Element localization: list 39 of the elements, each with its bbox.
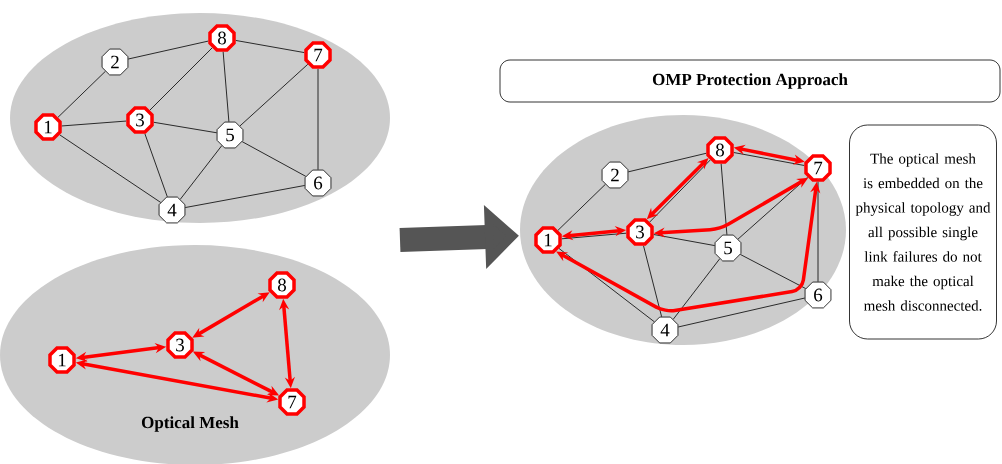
link-line — [127, 40, 209, 60]
link-line — [557, 183, 606, 231]
link-line — [737, 176, 809, 240]
network-node: 1 — [534, 226, 562, 254]
link-line — [235, 40, 305, 53]
network-node: 6 — [804, 281, 832, 309]
link-line — [817, 181, 819, 283]
callout-box: The optical mesh is embedded on the physical topology and all possible single link failures do not make the optical mesh disconnected. — [849, 124, 997, 340]
network-node: 8 — [706, 136, 734, 164]
link-line — [153, 121, 218, 134]
network-node: 1 — [34, 113, 62, 141]
network-node: 7 — [278, 388, 306, 416]
region-ellipse — [10, 13, 390, 223]
link-line — [672, 258, 721, 320]
link-line — [561, 232, 627, 240]
link-line — [57, 70, 106, 118]
link-line — [677, 297, 806, 328]
network-node: 7 — [804, 154, 832, 182]
link-line — [653, 234, 716, 246]
link-line — [179, 145, 223, 200]
network-node: 1 — [48, 346, 76, 374]
link-line — [733, 152, 805, 166]
region-ellipse — [520, 115, 846, 345]
link-line — [720, 163, 728, 236]
link-line — [222, 51, 230, 123]
link-line — [184, 185, 306, 208]
link-line — [317, 68, 319, 171]
link-line — [239, 63, 309, 127]
network-node: 3 — [166, 331, 194, 359]
link-line — [643, 245, 662, 318]
link-line — [144, 133, 168, 198]
link-line — [627, 152, 707, 173]
link-line — [241, 141, 307, 177]
link-line — [740, 254, 806, 289]
link-line — [149, 47, 213, 111]
title-box: OMP Protection Approach — [499, 59, 1001, 103]
link-line — [61, 120, 127, 127]
link-line — [59, 134, 162, 203]
network-node: 3 — [626, 218, 654, 246]
